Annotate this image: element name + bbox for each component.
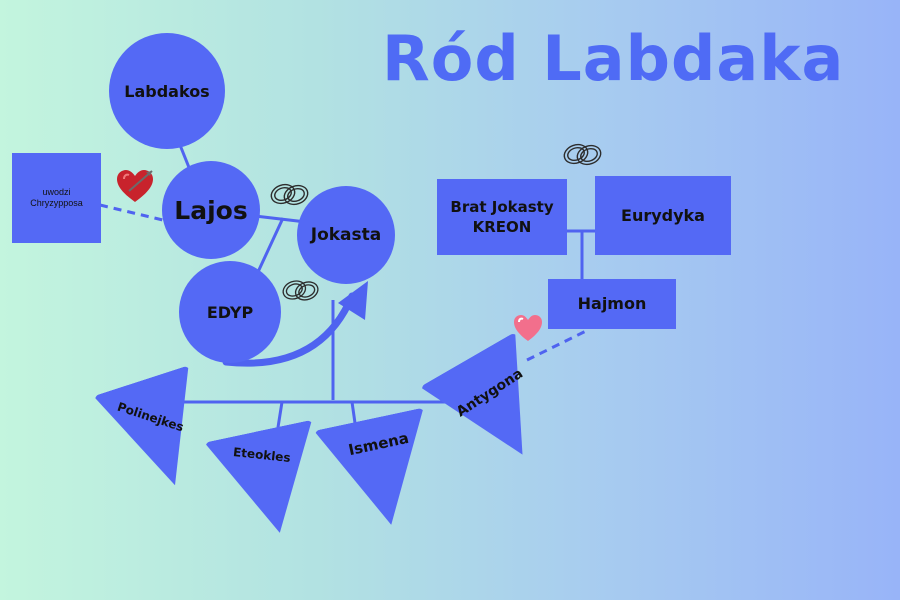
arrowhead — [338, 281, 368, 320]
line-marriage-edyp — [256, 217, 285, 273]
box-kreon: Brat Jokasty KREON — [437, 179, 567, 255]
node-labdakos-label: Labdakos — [124, 81, 210, 101]
node-edyp-label: EDYP — [206, 302, 254, 322]
curved-arrow-edyp-jokasta — [222, 292, 356, 367]
box-kreon-label-line1: Brat Jokasty — [450, 197, 554, 216]
box-chryzypp-note: uwodzi Chryzypposa — [12, 153, 101, 243]
dashed-line-lajos-chryzypp — [99, 203, 168, 223]
box-kreon-label-line2: KREON — [472, 218, 532, 236]
box-hajmon-label: Hajmon — [577, 294, 647, 314]
box-chryzypp-note-label: uwodzi Chryzypposa — [30, 187, 83, 208]
node-lajos: Lajos — [162, 161, 260, 259]
wedding-rings-icon — [282, 280, 319, 301]
box-eurydyka-label: Eurydyka — [621, 205, 705, 225]
node-lajos-label: Lajos — [174, 195, 248, 225]
node-jokasta: Jokasta — [297, 186, 395, 284]
node-labdakos: Labdakos — [109, 33, 225, 149]
node-edyp: EDYP — [179, 261, 281, 363]
box-eurydyka: Eurydyka — [595, 176, 731, 255]
wedding-rings-icon — [270, 183, 309, 206]
heart-icon — [514, 315, 542, 341]
heart-arrow-icon — [117, 170, 153, 202]
dashed-line-antygona-hajmon — [526, 329, 587, 362]
node-jokasta-label: Jokasta — [310, 225, 382, 245]
box-hajmon: Hajmon — [548, 279, 676, 329]
wedding-rings-icon — [563, 143, 602, 166]
diagram-title: Ród Labdaka — [382, 22, 845, 95]
line-lajos-jokasta — [254, 214, 307, 224]
